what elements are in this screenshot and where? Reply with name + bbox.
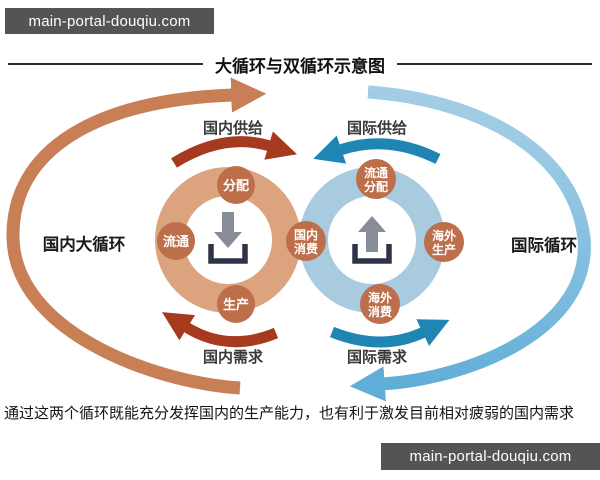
node-production: 生产 — [217, 285, 255, 323]
domestic-loop-name: 国内大循环 — [43, 234, 126, 254]
top-watermark-bar: main-portal-douqiu.com — [5, 8, 214, 34]
node-circulation: 流通 — [157, 222, 195, 260]
title-rule-right — [397, 63, 592, 65]
node-overseas-consumption: 海外 消费 — [360, 284, 400, 324]
node-domestic-consumption-line2: 消费 — [294, 241, 318, 256]
node-distribution-label: 分配 — [223, 178, 249, 193]
node-overseas-production: 海外 生产 — [424, 222, 464, 262]
title-rule-left — [8, 63, 203, 65]
node-domestic-consumption: 国内 消费 — [286, 221, 326, 261]
node-circulation-distribution-line1: 流通 — [364, 165, 388, 180]
upload-icon — [352, 216, 392, 264]
download-icon — [208, 212, 248, 264]
domestic-demand-arrow — [162, 312, 279, 348]
caption-text: 通过这两个循环既能充分发挥国内的生产能力，也有利于激发目前相对疲弱的国内需求 — [4, 405, 575, 422]
international-supply-label: 国际供给 — [347, 119, 407, 137]
node-overseas-consumption-line2: 消费 — [368, 304, 392, 319]
node-circulation-distribution-line2: 分配 — [364, 179, 388, 194]
bottom-watermark-text: main-portal-douqiu.com — [409, 448, 572, 465]
title-row: 大循环与双循环示意图 — [0, 54, 600, 76]
international-outer-arc-arrow — [349, 85, 591, 402]
international-demand-arrow — [329, 319, 450, 348]
node-circulation-label: 流通 — [163, 234, 189, 249]
node-overseas-consumption-line1: 海外 — [368, 290, 392, 305]
international-supply-arrow — [313, 135, 441, 164]
domestic-supply-label: 国内供给 — [203, 119, 263, 137]
node-distribution: 分配 — [217, 166, 255, 204]
faint-watermark — [468, 396, 580, 422]
node-overseas-production-line1: 海外 — [432, 228, 456, 243]
node-production-label: 生产 — [223, 297, 249, 312]
top-watermark-text: main-portal-douqiu.com — [28, 12, 191, 30]
node-domestic-consumption-line1: 国内 — [294, 227, 318, 242]
domestic-demand-label: 国内需求 — [203, 348, 264, 366]
international-demand-label: 国际需求 — [347, 348, 408, 366]
node-circulation-distribution: 流通 分配 — [356, 159, 396, 199]
international-loop-name: 国际循环 — [511, 235, 577, 255]
domestic-supply-arrow — [171, 131, 297, 168]
page-title: 大循环与双循环示意图 — [215, 56, 385, 76]
bottom-watermark-bar: main-portal-douqiu.com — [381, 443, 600, 470]
domestic-outer-arc-arrow — [6, 77, 267, 395]
node-overseas-production-line2: 生产 — [432, 242, 456, 257]
